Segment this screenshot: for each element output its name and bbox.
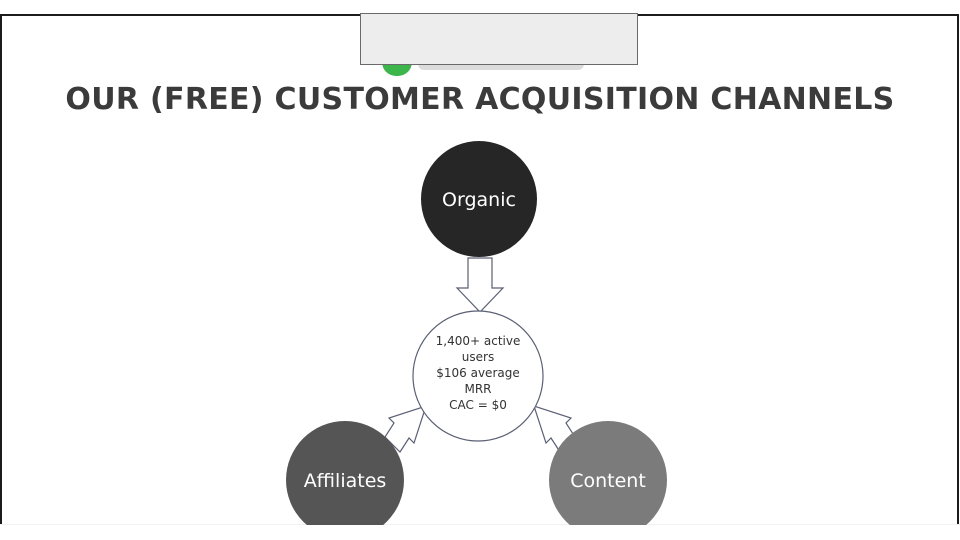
- center-line-5: CAC = $0: [449, 398, 507, 412]
- center-metrics-circle: [412, 310, 544, 442]
- organic-node: [421, 141, 537, 257]
- center-line-1: 1,400+ active: [436, 334, 521, 348]
- arrow-organic-to-center: [455, 257, 505, 313]
- affiliates-label: Affiliates: [304, 470, 387, 492]
- organic-label: Organic: [442, 189, 516, 211]
- affiliates-node: [286, 421, 404, 539]
- center-line-4: MRR: [464, 382, 491, 396]
- slide-frame-right: [957, 14, 959, 526]
- center-line-3: $106 average: [436, 366, 519, 380]
- content-label: Content: [570, 470, 646, 492]
- logo-cover-box: [360, 13, 638, 65]
- arrow-affiliates-to-center: [384, 405, 427, 453]
- bottom-mask: [0, 525, 960, 540]
- slide-title: OUR (FREE) CUSTOMER ACQUISITION CHANNELS: [65, 82, 895, 117]
- content-node: [549, 421, 667, 539]
- center-line-2: users: [462, 350, 494, 364]
- slide-frame-left: [0, 14, 2, 526]
